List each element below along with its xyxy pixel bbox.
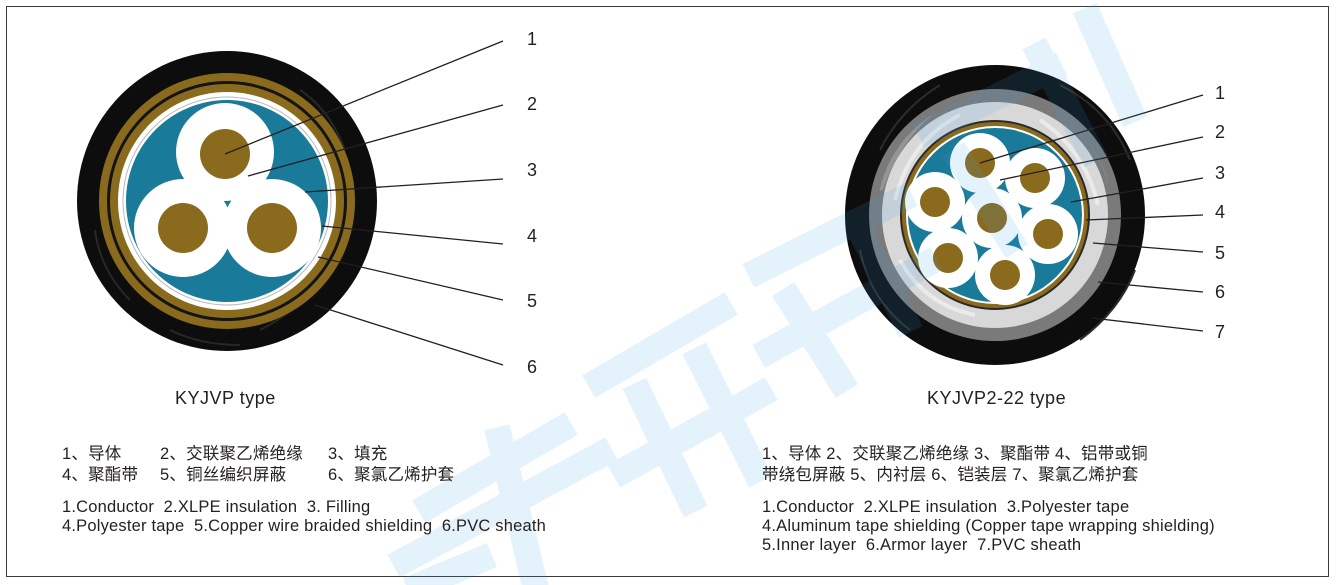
legend-en-row: 4.Aluminum tape shielding (Copper tape w…: [762, 517, 1215, 535]
legend-en-row: 1.Conductor 2.XLPE insulation 3. Filling: [62, 498, 371, 516]
kyjvp2-22-legend-english: 1.Conductor 2.XLPE insulation 3.Polyeste…: [762, 498, 1215, 555]
legend-item: 6、聚氯乙烯护套: [328, 466, 455, 484]
kyjvp2-22-caption: KYJVP2-22 type: [927, 388, 1067, 408]
kyjvp-cross-section: [77, 51, 377, 351]
callout-4: 4: [527, 226, 537, 246]
callout-1: 1: [527, 29, 537, 49]
kyjvp2-22-callout-numbers: 1 2 3 4 5 6 7: [1215, 83, 1225, 342]
callout-3: 3: [1215, 163, 1225, 183]
conductor-3: [247, 203, 297, 253]
conductor: [1033, 219, 1063, 249]
callout-4: 4: [1215, 202, 1225, 222]
inner-layer-texture: [893, 113, 1100, 317]
callout-2: 2: [1215, 122, 1225, 142]
callout-6: 6: [527, 357, 537, 377]
callout-5: 5: [527, 291, 537, 311]
sheath-texture: [859, 84, 1136, 341]
conductor: [977, 203, 1007, 233]
callout-2: 2: [527, 94, 537, 114]
kyjvp-leader-lines: [224, 40, 504, 366]
conductor: [990, 260, 1020, 290]
legend-en-row: 1.Conductor 2.XLPE insulation 3.Polyeste…: [762, 498, 1130, 516]
legend-cn-row: 1、导体 2、交联聚乙烯绝缘 3、填充: [62, 444, 454, 465]
watermark-logo: [387, 2, 1148, 585]
kyjvp2-22-leader-lines: [979, 94, 1204, 332]
legend-item: 1、导体: [62, 445, 122, 463]
kyjvp-legend-chinese: 1、导体 2、交联聚乙烯绝缘 3、填充 4、聚酯带 5、铜丝编织屏蔽 6、聚氯乙烯护套: [62, 444, 454, 486]
kyjvp-caption: KYJVP type: [175, 388, 276, 408]
callout-1: 1: [1215, 83, 1225, 103]
legend-cn-row: 带绕包屏蔽 5、内衬层 6、铠装层 7、聚氯乙烯护套: [762, 466, 1139, 484]
legend-item: 2、交联聚乙烯绝缘: [160, 445, 303, 463]
tape-ring: [122, 96, 332, 306]
legend-en-row: 5.Inner layer 6.Armor layer 7.PVC sheath: [762, 536, 1082, 554]
legend-cn-row: 4、聚酯带 5、铜丝编织屏蔽 6、聚氯乙烯护套: [62, 465, 454, 486]
callout-5: 5: [1215, 243, 1225, 263]
callout-3: 3: [527, 160, 537, 180]
kyjvp2-22-legend-chinese: 1、导体 2、交联聚乙烯绝缘 3、聚酯带 4、铝带或铜 带绕包屏蔽 5、内衬层 …: [762, 444, 1148, 486]
diagram-frame: [6, 6, 1329, 577]
legend-item: 5、铜丝编织屏蔽: [160, 466, 287, 484]
legend-item: 4、聚酯带: [62, 466, 139, 484]
conductor: [920, 187, 950, 217]
kyjvp-callout-numbers: 1 2 3 4 5 6: [527, 29, 537, 377]
callout-7: 7: [1215, 322, 1225, 342]
conductor: [933, 243, 963, 273]
conductor: [1020, 163, 1050, 193]
kyjvp-legend-english: 1.Conductor 2.XLPE insulation 3. Filling…: [62, 498, 546, 536]
kyjvp2-22-cross-section: [845, 65, 1145, 365]
conductor-2: [158, 203, 208, 253]
legend-item: 3、填充: [328, 445, 388, 463]
callout-6: 6: [1215, 282, 1225, 302]
legend-cn-row: 1、导体 2、交联聚乙烯绝缘 3、聚酯带 4、铝带或铜: [762, 445, 1148, 463]
legend-en-row: 4.Polyester tape 5.Copper wire braided s…: [62, 517, 547, 535]
